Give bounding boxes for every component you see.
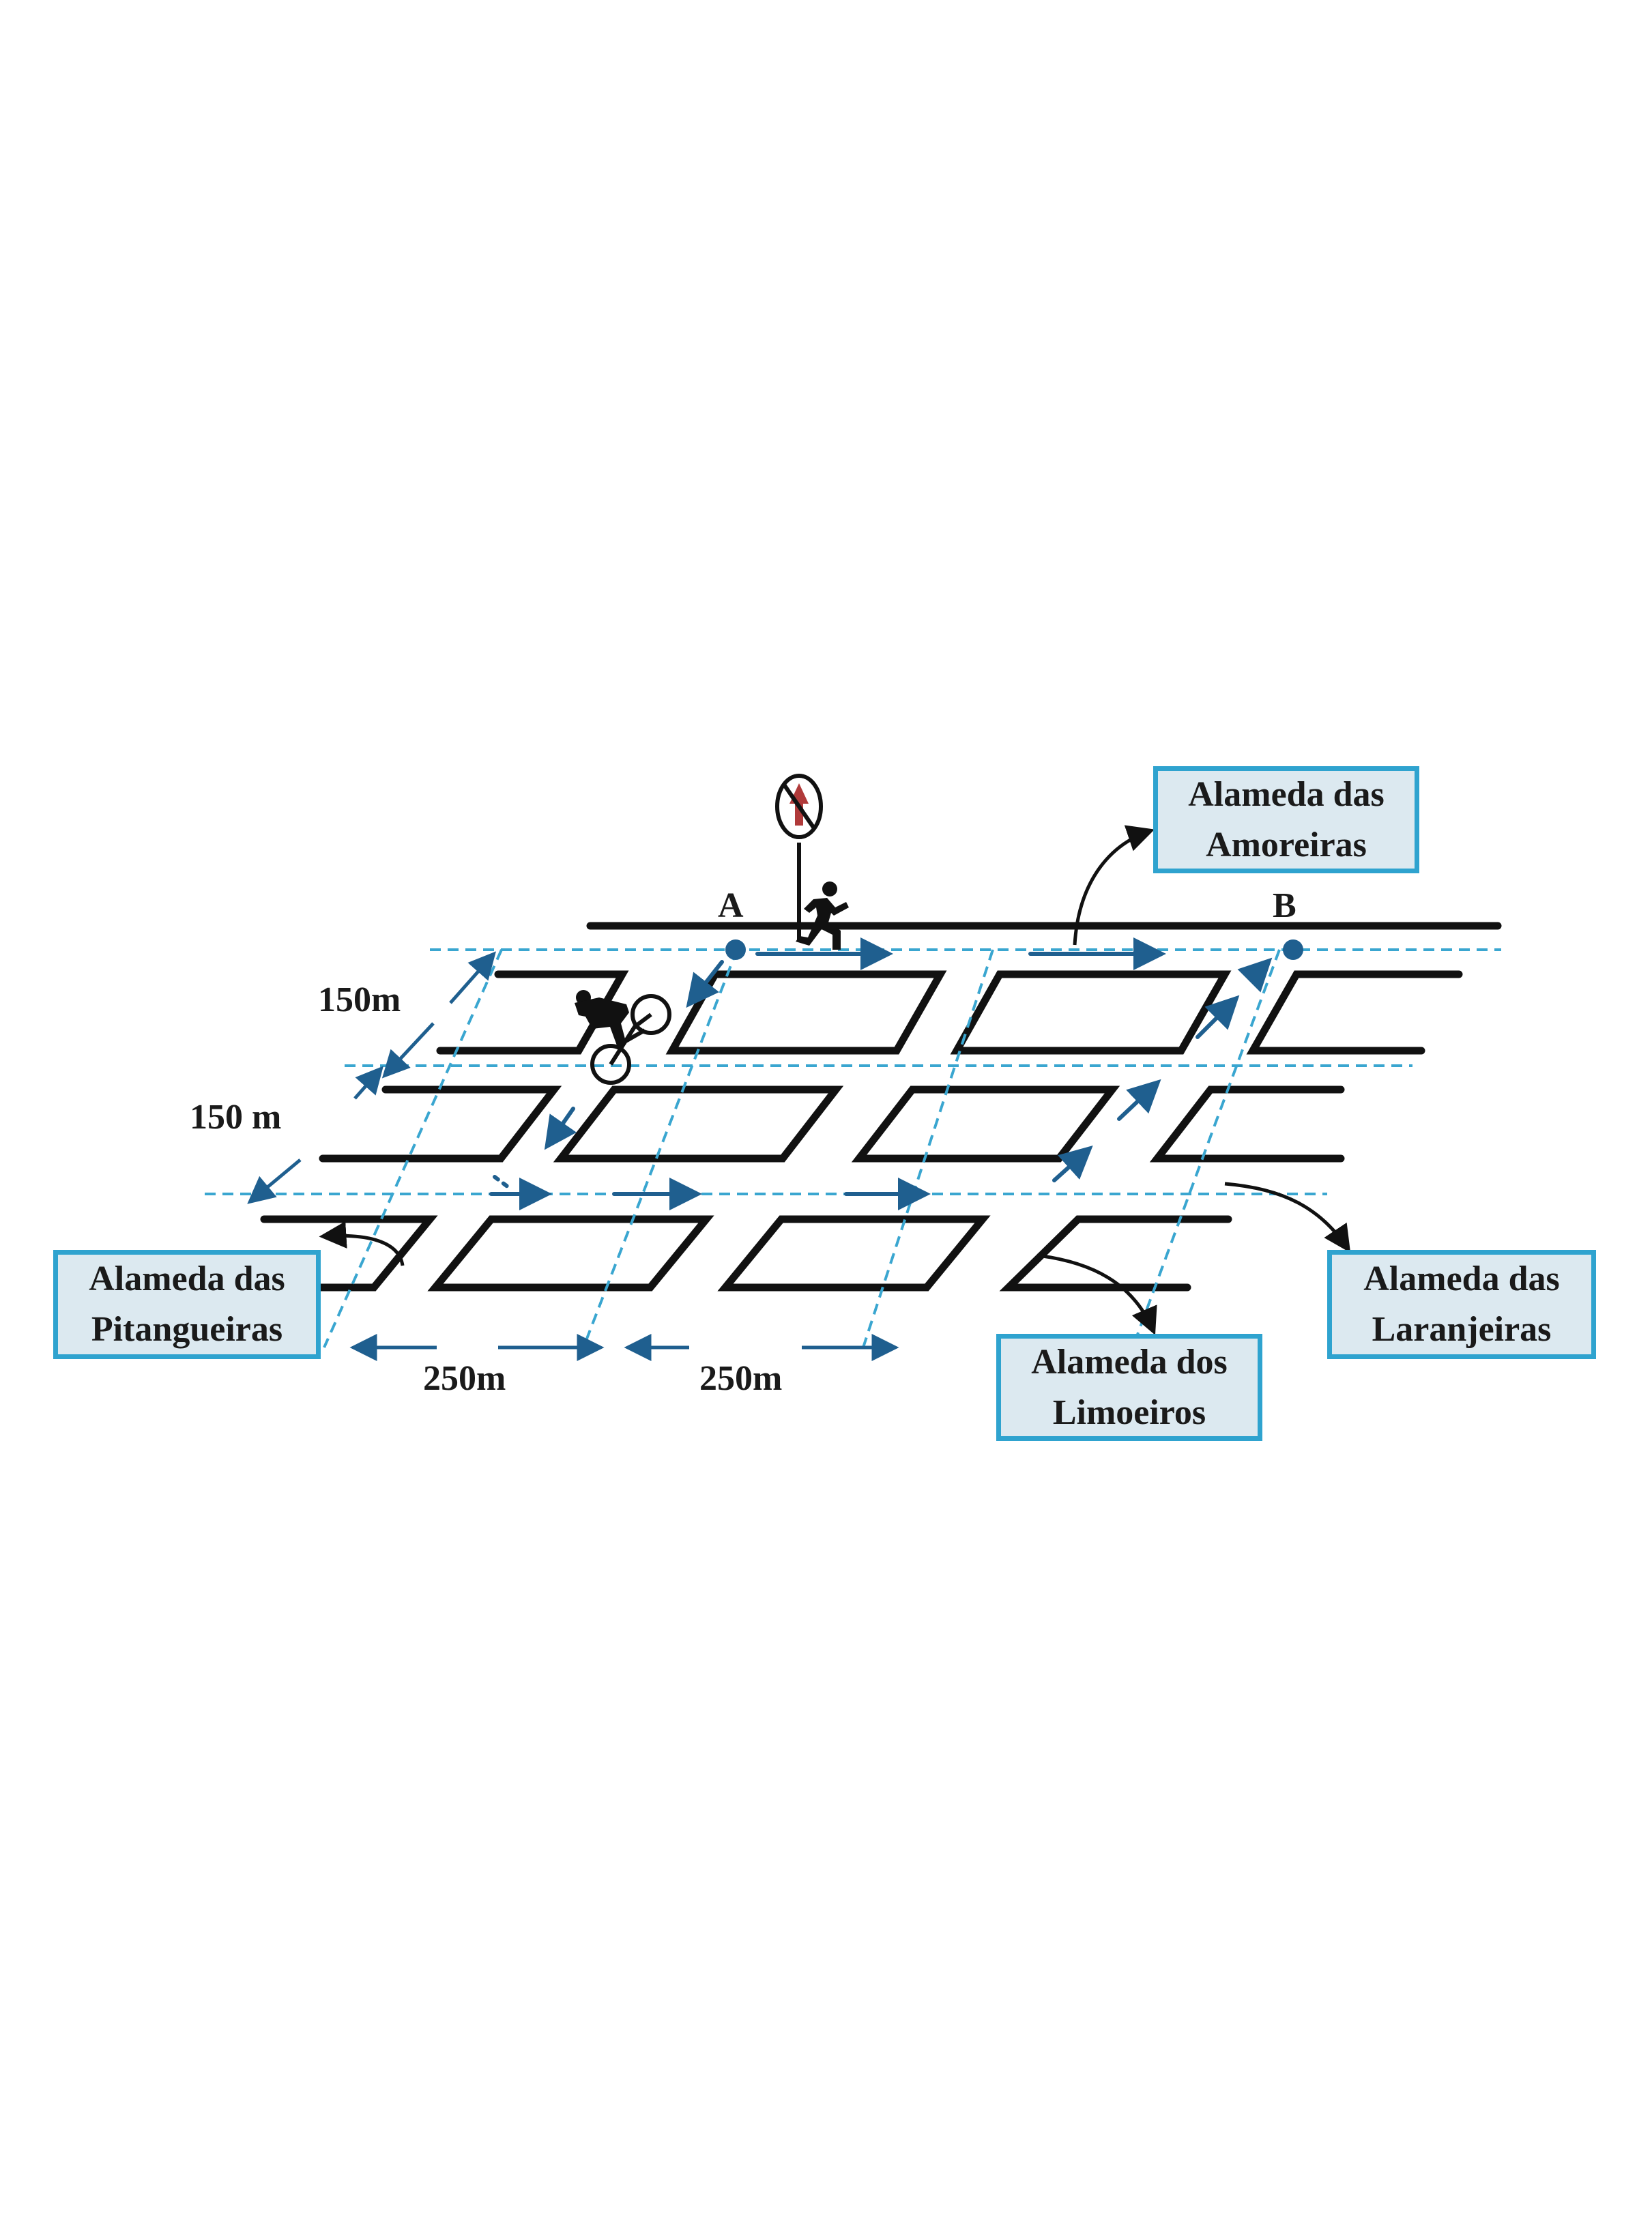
row3-block-2: [717, 1215, 991, 1292]
route-arrow-3: [493, 1175, 510, 1189]
distance-label-vertical-1: 150m: [318, 980, 401, 1019]
row3-left-partial: [260, 1215, 438, 1292]
street-box-pitangueiras: Alameda das Pitangueiras: [53, 1250, 321, 1359]
point-b-marker: [1283, 939, 1303, 960]
street-laranjeiras-line1: Alameda das: [1363, 1259, 1560, 1298]
row1-block-1: [665, 970, 947, 1055]
point-a-label: A: [718, 886, 744, 925]
dim-vertical-150-a-back: [381, 1022, 435, 1079]
street-box-laranjeiras: Alameda das Laranjeiras: [1327, 1250, 1596, 1359]
cyclist-icon: [575, 990, 671, 1085]
dashed-centerlines: [205, 948, 1501, 1348]
dimension-arrows: [247, 951, 899, 1361]
dim-vertical-150-b: [353, 1066, 383, 1100]
diagonal-2: [582, 949, 738, 1348]
street-box-amoreiras: Alameda das Amoreiras: [1153, 766, 1419, 873]
street-laranjeiras-line2: Laranjeiras: [1372, 1310, 1552, 1349]
pointer-amoreiras: [1073, 825, 1155, 946]
running-person-icon: [796, 881, 849, 950]
row2-left-partial: [319, 1085, 562, 1163]
street-box-limoeiros: Alameda dos Limoeiros: [996, 1334, 1262, 1441]
route-arrow-10: [1237, 957, 1273, 993]
row2-right-partial: [1149, 1085, 1345, 1163]
route-arrow-8: [1117, 1079, 1161, 1121]
route-arrow-9: [1195, 995, 1240, 1039]
pointer-pitangueiras: [319, 1221, 405, 1266]
pointer-arrows: [319, 825, 1351, 1335]
row2-block-1: [553, 1085, 844, 1163]
row1-right-partial: [1246, 970, 1463, 1055]
street-limoeiros-line2: Limoeiros: [1052, 1393, 1206, 1432]
row3-block-1: [427, 1215, 714, 1292]
distance-label-vertical-2: 150 m: [190, 1098, 282, 1137]
street-limoeiros-line1: Alameda dos: [1031, 1342, 1228, 1382]
street-amoreiras-line1: Alameda das: [1188, 774, 1385, 814]
street-edges: [260, 922, 1502, 1292]
row3-right-partial: [999, 1215, 1232, 1292]
no-turn-sign-icon: [775, 774, 823, 942]
row2-block-2: [851, 1085, 1120, 1163]
dim-vertical-150-b-back: [247, 1158, 302, 1204]
route-arrow-2: [544, 1107, 577, 1150]
diagonal-1: [323, 949, 503, 1348]
street-pitangueiras-line2: Pitangueiras: [91, 1310, 283, 1349]
street-pitangueiras-line1: Alameda das: [89, 1259, 285, 1298]
distance-label-horizontal-1: 250m: [423, 1359, 506, 1398]
route-arrow-7: [1052, 1145, 1093, 1182]
pointer-laranjeiras: [1224, 1182, 1351, 1253]
route-arrows: [489, 937, 1273, 1210]
dim-vertical-150-a: [449, 951, 496, 1004]
pointer-limoeiros: [1037, 1253, 1157, 1335]
point-a-marker: [725, 939, 746, 960]
distance-label-horizontal-2: 250m: [699, 1359, 783, 1398]
route-arrow-1: [686, 960, 724, 1008]
street-amoreiras-line2: Amoreiras: [1206, 825, 1367, 864]
row1-block-2: [950, 970, 1232, 1055]
point-b-label: B: [1273, 886, 1296, 925]
